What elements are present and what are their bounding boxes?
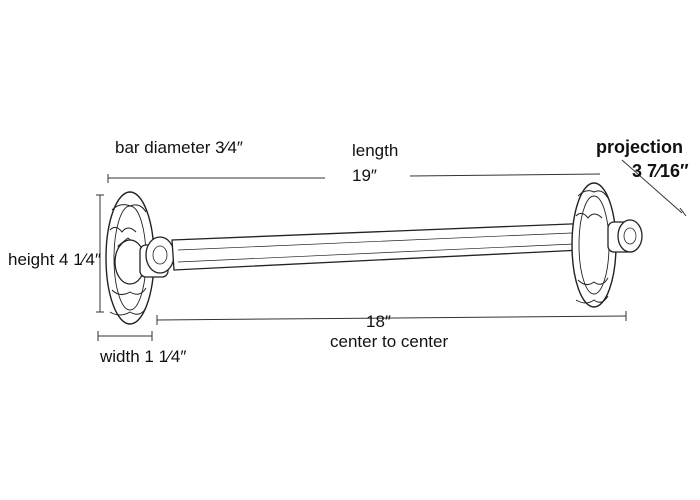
projection-dimension-line: [621, 159, 687, 217]
width-dimension-line: [97, 331, 153, 341]
right-post: [607, 219, 643, 253]
width-label: width 1 1⁄4″: [100, 347, 187, 366]
center-value: 18″: [366, 312, 391, 331]
right-backplate: [571, 182, 617, 308]
center-to-center-label: center to center: [330, 332, 449, 351]
height-label: height 4 1⁄4″: [8, 250, 101, 269]
length-label: length: [352, 141, 399, 160]
bar-diameter-label: bar diameter 3⁄4″: [115, 138, 243, 157]
length-dimension-line: [107, 173, 601, 183]
height-dimension-line: [96, 194, 104, 313]
center-dimension-line: [156, 311, 627, 325]
length-value: 19″: [352, 166, 377, 185]
projection-value: 3 7⁄16″: [632, 161, 689, 181]
towel-bar-rod: [171, 221, 623, 271]
left-post: [114, 236, 175, 285]
projection-label: projection: [596, 137, 684, 157]
